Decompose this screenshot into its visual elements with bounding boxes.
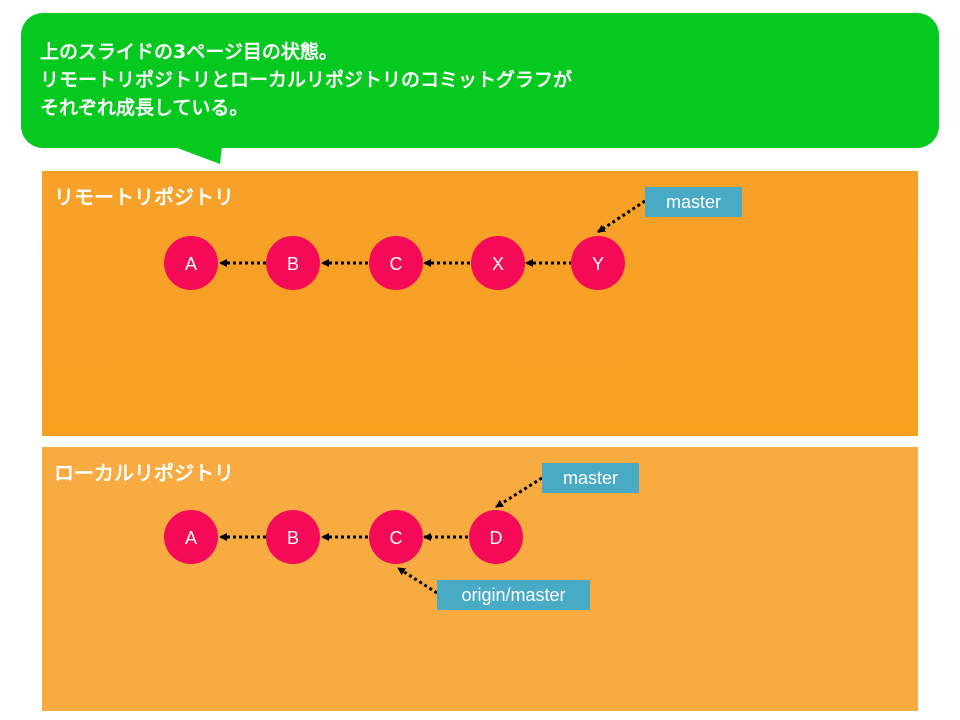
local-commit-b [266,510,320,564]
local-repository-panel: ローカルリポジトリ [42,447,918,711]
remote-commit-label-x: X [492,254,504,274]
remote-master-tag: master [645,187,742,217]
callout-line-3: それぞれ成長している。 [40,97,249,119]
callout-line-2: リモートリポジトリとローカルリポジトリのコミットグラフが [40,69,573,91]
local-commit-label-d: D [490,528,503,548]
remote-commit-x [471,236,525,290]
remote-repository-panel: リモートリポジトリ [42,171,918,436]
local-master-tag: master [542,463,639,493]
callout-line-1: 上のスライドの3ページ目の状態。 [40,41,338,63]
remote-commit-a [164,236,218,290]
local-origin-master-pointer [397,566,438,595]
local-origin-master-tag: origin/master [437,580,590,610]
remote-commit-label-y: Y [592,254,604,274]
local-master-pointer [495,476,543,509]
local-repository-title: ローカルリポジトリ [54,461,234,485]
remote-commit-label-b: B [287,254,299,274]
local-commit-a [164,510,218,564]
callout-text: 上のスライドの3ページ目の状態。 リモートリポジトリとローカルリポジトリのコミッ… [40,38,920,122]
local-commit-d [469,510,523,564]
callout-bubble [21,13,939,148]
remote-repository-title: リモートリポジトリ [54,185,234,209]
remote-commit-graph: A B C X Y [164,199,646,290]
remote-commit-b [266,236,320,290]
remote-master-pointer [597,199,646,234]
local-commit-label-b: B [287,528,299,548]
local-commit-graph: A B C D [164,476,543,595]
local-commit-c [369,510,423,564]
local-commit-label-c: C [390,528,403,548]
callout-tail [172,146,222,164]
remote-commit-c [369,236,423,290]
local-commit-label-a: A [185,528,197,548]
remote-commit-y [571,236,625,290]
remote-commit-label-c: C [390,254,403,274]
remote-commit-label-a: A [185,254,197,274]
